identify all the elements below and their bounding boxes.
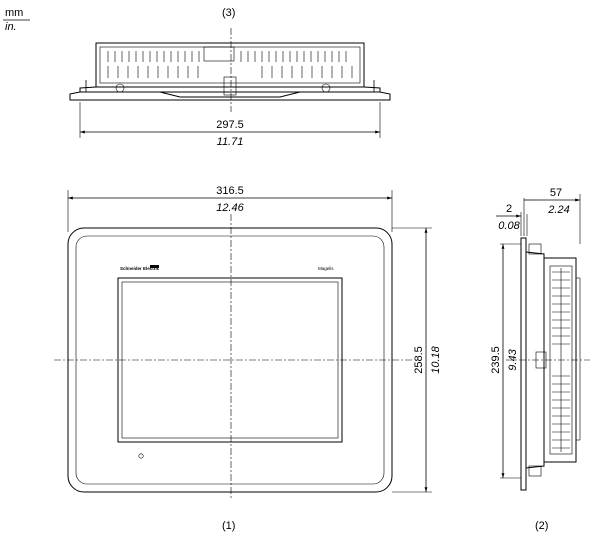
side-view-height-mm: 239.5 <box>490 346 502 374</box>
side-view-clip-top <box>528 243 542 255</box>
side-view-bezel-mm: 2 <box>506 203 512 215</box>
top-view-label: (3) <box>222 7 235 19</box>
top-view-housing-inner <box>99 46 361 84</box>
top-view-housing <box>95 42 365 88</box>
front-view-height-in: 10.18 <box>430 345 442 373</box>
top-view-width-mm: 297.5 <box>216 119 244 131</box>
front-view-brand-logo: Schneider Electric <box>120 266 160 271</box>
side-view-clip-bottom <box>528 465 542 477</box>
front-view-brand-mark <box>150 265 159 268</box>
top-view-center-post <box>223 76 237 96</box>
side-view-height-in: 9.43 <box>507 348 519 370</box>
side-view-front-body <box>525 251 545 469</box>
side-view: 57 2.24 2 0.08 <box>490 187 590 532</box>
side-view-depth-mm: 57 <box>550 187 562 199</box>
front-view-width-in: 12.46 <box>216 202 244 214</box>
front-view-product-logo: Magelis <box>318 266 334 271</box>
top-view: (3) <box>69 7 391 148</box>
units-legend: mm in. <box>3 7 30 33</box>
unit-mm: mm <box>5 7 23 19</box>
front-view-height-mm: 258.5 <box>413 346 425 374</box>
front-view-label: (1) <box>222 520 235 532</box>
side-view-bezel-in: 0.08 <box>498 220 520 232</box>
front-view-width-mm: 316.5 <box>216 185 244 197</box>
top-view-bezel <box>69 91 391 101</box>
front-view: 316.5 12.46 Schneider Electric Magelis 2… <box>54 185 442 532</box>
top-view-clip-right <box>321 83 331 93</box>
top-view-clip-left <box>115 83 125 93</box>
side-view-label: (2) <box>535 520 548 532</box>
side-view-depth-in: 2.24 <box>547 204 569 216</box>
top-view-width-in: 11.71 <box>217 136 244 148</box>
top-view-vents <box>107 51 353 78</box>
top-view-connector <box>203 46 235 62</box>
unit-in: in. <box>5 21 17 33</box>
side-view-bezel-plate <box>520 237 527 491</box>
front-view-status-led <box>138 453 144 459</box>
